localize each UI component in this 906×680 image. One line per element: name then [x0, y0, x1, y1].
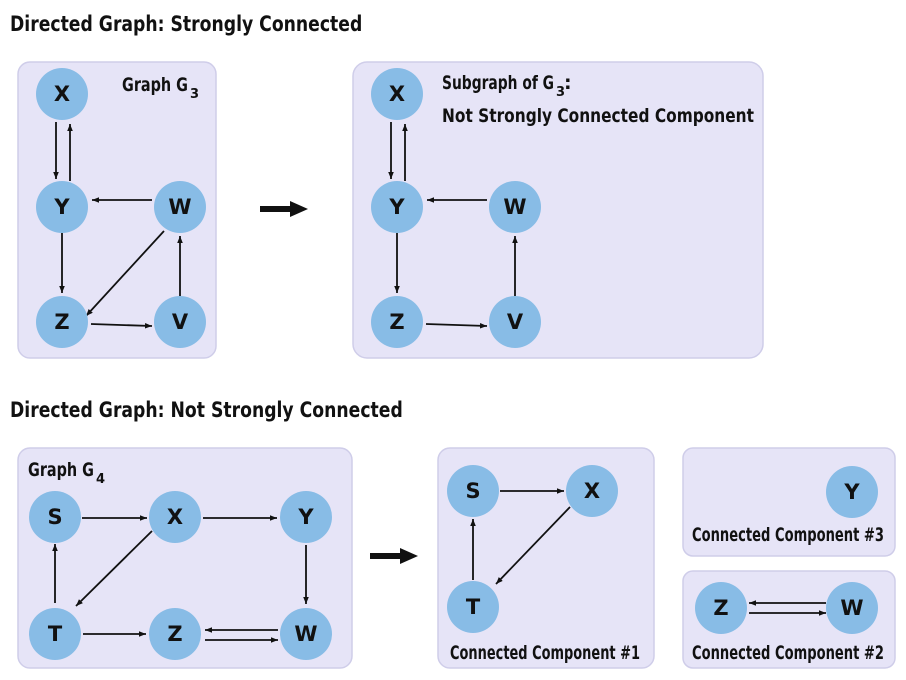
svg-text:S: S	[47, 505, 62, 529]
node-x: X	[36, 68, 88, 120]
panel-subtitle-not-strongly-connected: Not Strongly Connected Component	[442, 105, 754, 127]
node-y: Y	[826, 466, 878, 518]
svg-text:T: T	[466, 595, 481, 619]
node-v: V	[489, 296, 541, 348]
node-y: Y	[371, 181, 423, 233]
panel-component-3: Y Connected Component #3	[682, 447, 896, 557]
svg-text:X: X	[167, 505, 183, 529]
node-z: Z	[371, 296, 423, 348]
svg-text:X: X	[389, 82, 405, 106]
heading-strongly-connected: Directed Graph: Strongly Connected	[10, 12, 363, 36]
caption-component-3: Connected Component #3	[692, 524, 884, 546]
edge-x-to-t	[495, 506, 571, 585]
svg-text:X: X	[584, 479, 600, 503]
svg-text:Y: Y	[53, 195, 70, 219]
svg-text:W: W	[840, 596, 863, 620]
node-z: Z	[36, 296, 88, 348]
panel-component-2: Z W Connected Component #2	[682, 570, 896, 669]
node-w: W	[489, 181, 541, 233]
panel-subgraph-g3: Subgraph of G 3 : Not Strongly Connected…	[352, 61, 764, 359]
edge-w-to-z	[85, 230, 165, 317]
panel-graph-g4: Graph G 4 S X Y T Z W	[17, 447, 353, 669]
node-x: X	[371, 68, 423, 120]
svg-text:S: S	[465, 479, 480, 503]
svg-text:Y: Y	[388, 195, 405, 219]
panel-title-g3: Graph G	[122, 74, 188, 96]
svg-text:X: X	[54, 82, 70, 106]
panel-title-g4: Graph G	[28, 459, 94, 481]
svg-text:W: W	[294, 622, 317, 646]
node-y: Y	[280, 491, 332, 543]
edge-z-to-v	[425, 322, 488, 329]
panel-title-g4-subscript: 4	[96, 472, 105, 487]
node-w: W	[280, 608, 332, 660]
transform-arrow-icon	[260, 201, 308, 217]
svg-text:Y: Y	[297, 505, 314, 529]
svg-text:W: W	[168, 195, 191, 219]
node-z: Z	[149, 608, 201, 660]
svg-text:V: V	[507, 310, 524, 334]
heading-not-strongly-connected: Directed Graph: Not Strongly Connected	[10, 398, 403, 422]
node-x: X	[566, 465, 618, 517]
svg-text:T: T	[48, 622, 63, 646]
node-t: T	[447, 581, 499, 633]
node-w: W	[826, 582, 878, 634]
transform-arrow-icon	[370, 548, 418, 564]
svg-text:Z: Z	[167, 622, 182, 646]
node-s: S	[29, 491, 81, 543]
panel-title-subgraph: Subgraph of G	[442, 72, 554, 94]
svg-text:Y: Y	[843, 480, 860, 504]
caption-component-2: Connected Component #2	[692, 642, 884, 664]
edge-x-to-t	[75, 530, 153, 607]
panel-graph-g3: Graph G 3 X Y W Z V	[17, 61, 217, 359]
panel-component-1: S X T Connected Component #1	[437, 447, 655, 669]
svg-text:Z: Z	[713, 596, 728, 620]
node-w: W	[154, 181, 206, 233]
node-s: S	[447, 465, 499, 517]
node-z: Z	[695, 582, 747, 634]
node-v: V	[154, 296, 206, 348]
svg-text:Z: Z	[54, 310, 69, 334]
svg-text:Z: Z	[389, 310, 404, 334]
node-x: X	[149, 491, 201, 543]
node-t: T	[29, 608, 81, 660]
node-y: Y	[36, 181, 88, 233]
panel-title-subgraph-subscript: 3	[556, 85, 565, 100]
panel-title-g3-subscript: 3	[190, 87, 199, 102]
svg-text:V: V	[172, 310, 189, 334]
panel-title-subgraph-colon: :	[564, 72, 572, 94]
edge-z-to-v	[90, 322, 153, 329]
svg-text:W: W	[503, 195, 526, 219]
caption-component-1: Connected Component #1	[450, 642, 640, 664]
